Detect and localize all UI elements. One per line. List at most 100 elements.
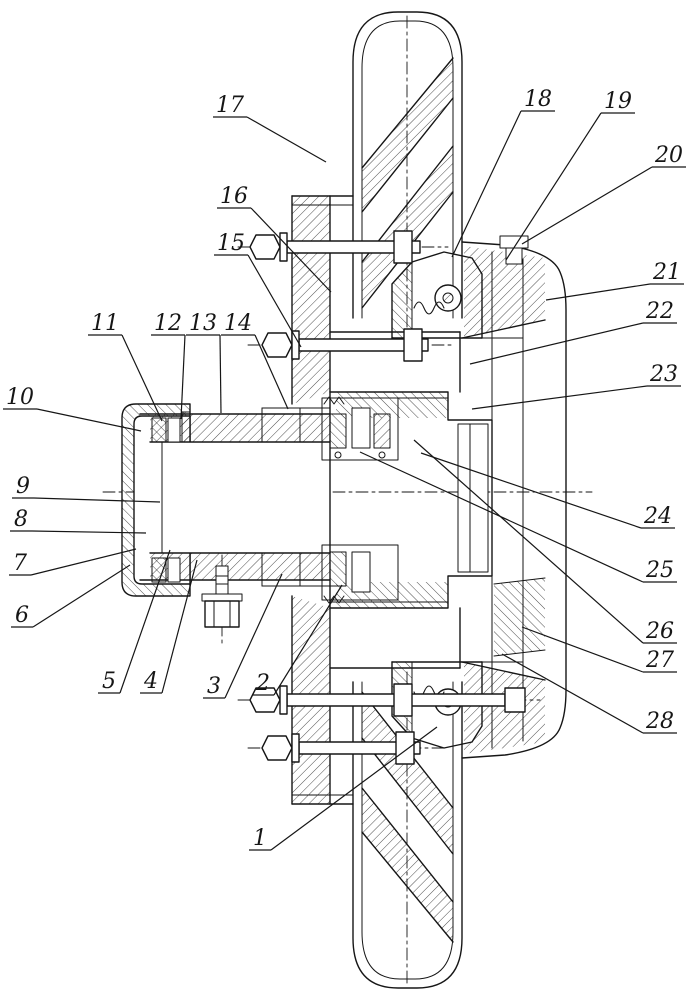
callout-leader-21 (545, 283, 651, 301)
callout-6: 6 (11, 564, 131, 628)
callout-3: 3 (203, 573, 283, 699)
callout-number-22: 22 (645, 299, 674, 324)
callout-26: 26 (413, 439, 677, 644)
callout-leader-2 (273, 584, 343, 696)
axle-shaft (139, 407, 331, 587)
callout-leader-4 (161, 559, 198, 694)
callout-leader-27 (521, 626, 644, 673)
callout-number-25: 25 (645, 558, 674, 583)
bolt-bottom-2 (261, 731, 421, 765)
callout-number-3: 3 (207, 674, 221, 699)
vertical-bolt (201, 565, 243, 628)
bolt-top-1 (249, 230, 421, 264)
callout-number-4: 4 (143, 669, 158, 694)
callout-16: 16 (217, 184, 332, 293)
callout-13: 13 (186, 311, 222, 414)
callout-number-5: 5 (102, 669, 116, 694)
callout-9: 9 (12, 474, 161, 503)
callout-4: 4 (140, 559, 198, 694)
callout-12: 12 (151, 311, 186, 420)
callout-24: 24 (420, 452, 675, 529)
callout-leader-5 (119, 549, 171, 694)
lower-lock-detail (321, 544, 399, 604)
callout-number-12: 12 (154, 311, 182, 336)
callout-leader-13 (219, 334, 222, 414)
seal-detail (151, 411, 191, 583)
callout-number-21: 21 (652, 260, 681, 285)
callout-leader-1 (270, 726, 438, 851)
callout-leader-7 (30, 548, 137, 576)
callout-number-1: 1 (253, 826, 267, 851)
callout-number-2: 2 (255, 671, 270, 696)
callout-number-11: 11 (91, 311, 119, 336)
callout-leader-24 (420, 452, 642, 529)
callout-leader-20 (521, 166, 653, 245)
callout-14: 14 (221, 311, 289, 410)
callout-number-20: 20 (654, 143, 683, 168)
callout-23: 23 (471, 362, 681, 410)
wheel-tire-top (352, 11, 463, 319)
callout-leader-14 (254, 334, 289, 410)
callout-leader-9 (33, 497, 161, 503)
callout-28: 28 (501, 653, 677, 734)
rim-flange-right (461, 241, 567, 759)
hub-core (329, 331, 493, 669)
callout-leader-8 (31, 530, 147, 534)
callout-number-19: 19 (604, 89, 632, 114)
callout-number-7: 7 (13, 551, 27, 576)
callout-leader-26 (413, 439, 644, 644)
callout-number-17: 17 (216, 93, 244, 118)
callout-number-15: 15 (217, 231, 245, 256)
upper-bearing-assembly (391, 251, 524, 339)
bolt-bottom-1 (249, 683, 526, 717)
callout-number-18: 18 (524, 87, 552, 112)
callout-21: 21 (545, 260, 684, 301)
callout-number-6: 6 (15, 603, 29, 628)
callout-number-26: 26 (645, 619, 674, 644)
callout-number-9: 9 (16, 474, 30, 499)
callout-number-14: 14 (224, 311, 252, 336)
callout-leader-11 (121, 334, 163, 422)
callout-20: 20 (521, 143, 686, 245)
callout-leader-28 (501, 653, 644, 734)
callout-15: 15 (214, 231, 302, 348)
callout-number-23: 23 (649, 362, 678, 387)
callout-number-13: 13 (189, 311, 217, 336)
callout-10: 10 (3, 385, 142, 432)
callout-18: 18 (451, 87, 555, 258)
callout-leader-23 (471, 385, 648, 410)
callout-5: 5 (98, 549, 171, 694)
callout-leader-18 (451, 110, 522, 258)
callout-number-8: 8 (14, 507, 28, 532)
callout-7: 7 (9, 548, 137, 576)
callout-17: 17 (213, 93, 327, 163)
callout-leader-10 (36, 408, 142, 432)
wheel-tire-bottom (352, 681, 463, 989)
bolt-top-2 (261, 328, 429, 362)
callout-8: 8 (10, 507, 147, 534)
callout-11: 11 (88, 311, 163, 422)
callout-25: 25 (359, 451, 677, 583)
callout-leader-22 (469, 322, 644, 365)
callout-leader-17 (246, 116, 327, 163)
callout-leader-6 (32, 564, 131, 628)
callout-19: 19 (505, 89, 635, 261)
callout-leader-16 (250, 207, 332, 293)
bearing-lock-detail (321, 396, 399, 461)
callout-27: 27 (521, 626, 677, 673)
callout-leader-3 (224, 573, 283, 699)
callout-2: 2 (252, 584, 343, 696)
callout-number-24: 24 (643, 504, 672, 529)
callout-leader-19 (505, 112, 602, 261)
callout-22: 22 (469, 299, 677, 365)
callout-number-10: 10 (6, 385, 34, 410)
callout-leader-15 (247, 254, 302, 348)
callout-leader-12 (180, 334, 186, 420)
callout-number-16: 16 (220, 184, 248, 209)
flange-stud (499, 235, 529, 265)
callout-number-28: 28 (645, 709, 674, 734)
callout-number-27: 27 (645, 648, 674, 673)
